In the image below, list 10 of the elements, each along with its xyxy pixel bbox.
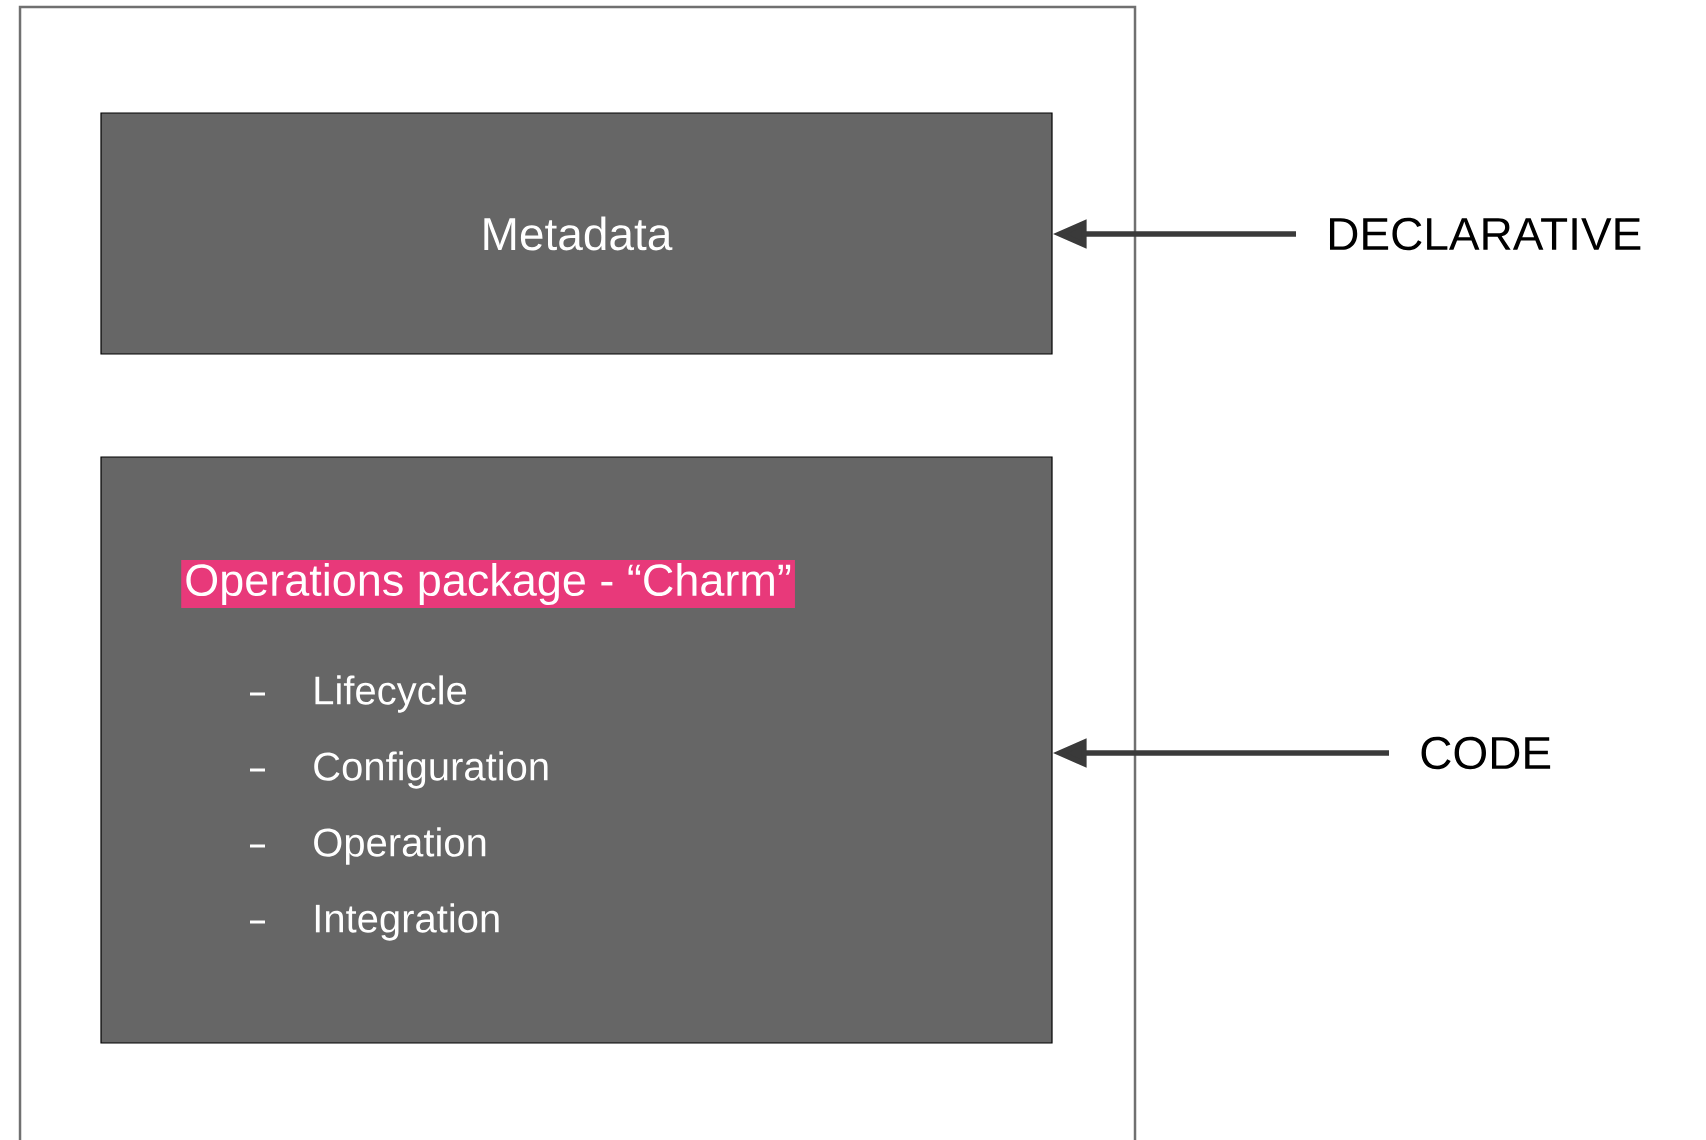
- list-item: Lifecycle: [315, 675, 467, 713]
- list-item: Operation: [314, 827, 486, 865]
- side-label: CODE: [1421, 736, 1551, 770]
- text-box: Metadata: [100, 112, 1053, 355]
- frame-box: [18, 5, 1137, 1140]
- list-item: Configuration: [314, 751, 548, 789]
- list-item: Integration: [315, 903, 499, 941]
- side-label: DECLARATIVE: [1330, 217, 1641, 251]
- highlighted-heading: Operations package - “Charm”: [181, 560, 795, 608]
- text-box: [100, 456, 1053, 1044]
